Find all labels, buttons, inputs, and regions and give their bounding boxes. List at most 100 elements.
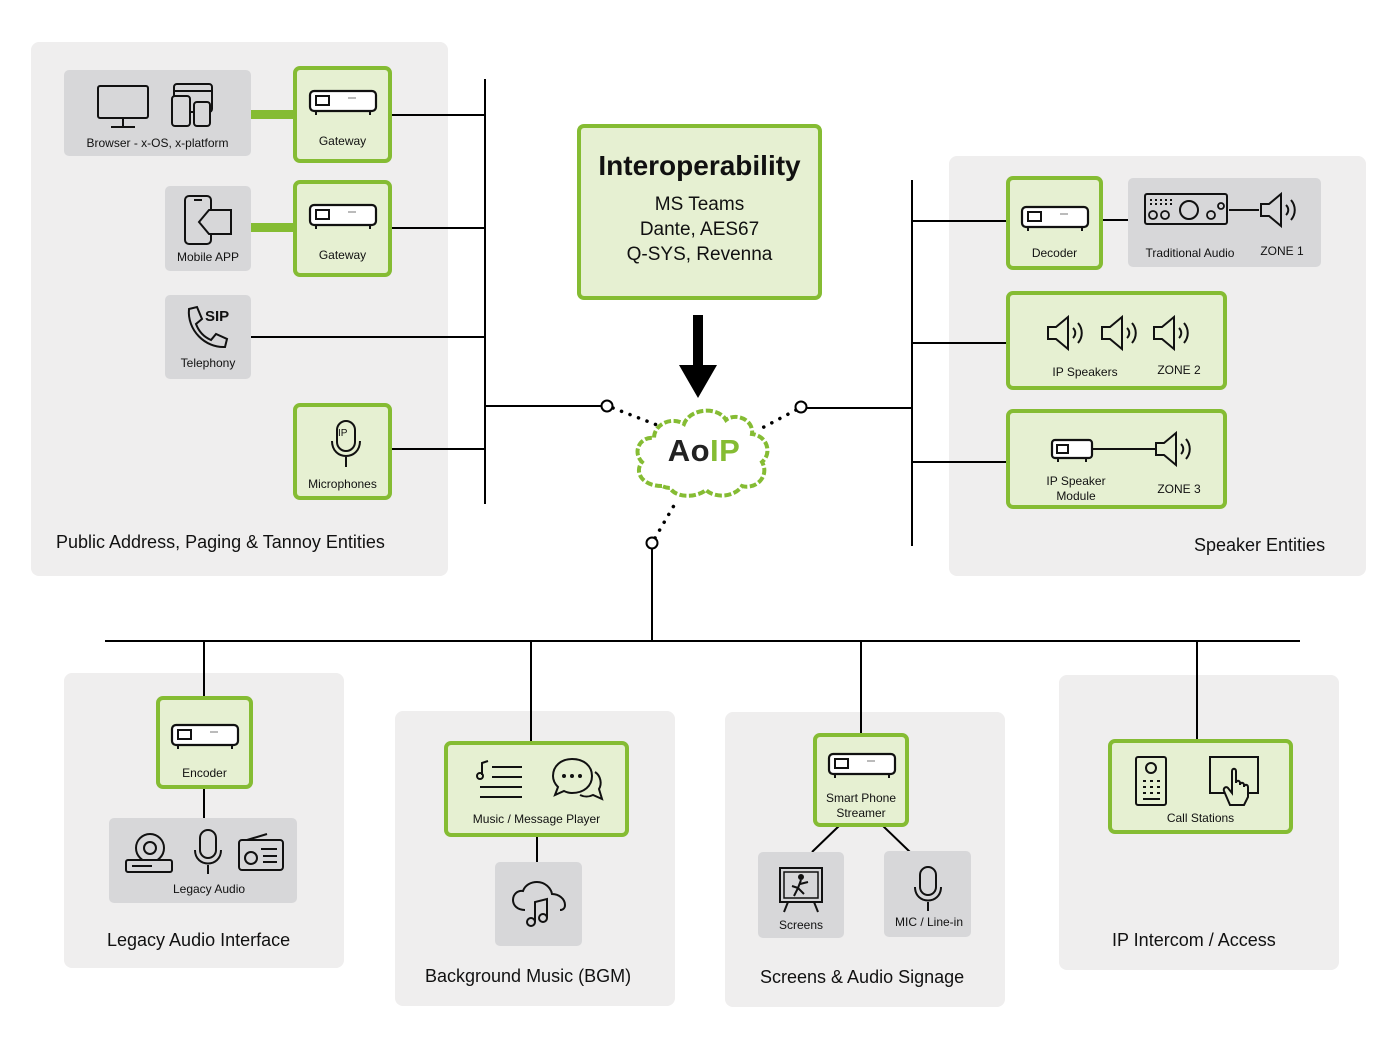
drop-signage	[860, 641, 862, 735]
legacy-panel-title: Legacy Audio Interface	[107, 930, 291, 950]
link-pa-aoip	[484, 405, 602, 407]
browser-label: Browser - x-OS, x-platform	[86, 136, 229, 150]
aoip-suffix: IP	[710, 433, 741, 468]
speaker-icon	[1229, 190, 1299, 230]
link-telephony	[250, 336, 486, 338]
legacy-microphone-icon	[193, 828, 223, 876]
signage-panel-title: Screens & Audio Signage	[760, 967, 965, 987]
link-browser-gateway	[249, 110, 296, 119]
encoder-device-icon	[170, 722, 240, 752]
decoder-box[interactable]: Decoder	[1006, 176, 1103, 270]
interop-line-dante: Dante, AES67	[639, 219, 760, 240]
radio-icon	[237, 832, 285, 872]
link-ip-speakers	[911, 342, 1008, 344]
speaker-module-label-1: IP Speaker	[1046, 474, 1106, 488]
link-speaker-aoip	[806, 407, 913, 409]
pa-bus	[484, 79, 486, 504]
drop-bgm	[530, 641, 532, 745]
mic-ip-text: IP	[338, 428, 348, 439]
streamer-device-icon	[827, 751, 897, 781]
telephony-box[interactable]: SIP Telephony	[165, 295, 251, 379]
screens-label: Screens	[778, 918, 824, 932]
microphones-box[interactable]: IP Microphones	[293, 403, 392, 500]
speaker-bus	[911, 180, 913, 546]
ip-speakers-box[interactable]: IP Speakers ZONE 2	[1006, 291, 1227, 390]
bottom-bus	[105, 640, 1300, 642]
devices-icon	[170, 82, 216, 128]
link-gateway1	[390, 114, 486, 116]
gateway-2-label: Gateway	[318, 248, 367, 262]
gateway-1-label: Gateway	[318, 134, 367, 148]
mic-line-in-label: MIC / Line-in	[894, 915, 964, 929]
telephony-label: Telephony	[180, 356, 236, 370]
interop-line-qsys: Q-SYS, Revenna	[626, 244, 773, 265]
smartphone-streamer-box[interactable]: Smart Phone Streamer	[813, 733, 909, 827]
ip-speaker-module-box[interactable]: IP Speaker Module ZONE 3	[1006, 409, 1227, 509]
traditional-audio-label: Traditional Audio	[1145, 246, 1235, 260]
screens-box[interactable]: Screens	[758, 852, 844, 938]
mobile-app-label: Mobile APP	[176, 250, 240, 264]
encoder-label: Encoder	[182, 766, 227, 780]
call-stations-box[interactable]: Call Stations	[1108, 739, 1293, 834]
speaker-panel-title: Speaker Entities	[1194, 535, 1326, 555]
speaker-module-label-2: Module	[1056, 489, 1096, 503]
pa-panel-title: Public Address, Paging & Tannoy Entities	[56, 532, 385, 552]
screen-presentation-icon	[778, 866, 824, 914]
ip-speaker-icon-1	[1044, 313, 1088, 353]
ip-microphone-icon	[329, 419, 363, 469]
sip-text: SIP	[205, 308, 230, 325]
ip-speaker-icon-3	[1150, 313, 1194, 353]
link-encoder-legacy	[203, 786, 205, 820]
monitor-icon	[96, 84, 150, 130]
gateway-2[interactable]: Gateway	[293, 180, 392, 277]
cloud-music-icon	[511, 880, 567, 930]
link-player-cloud	[536, 834, 538, 862]
music-player-label: Music / Message Player	[472, 812, 601, 826]
mic-line-in-box[interactable]: MIC / Line-in	[884, 851, 971, 937]
bgm-panel-title: Background Music (BGM)	[425, 966, 632, 986]
drop-intercom	[1196, 641, 1198, 742]
link-speaker-module	[911, 461, 1008, 463]
encoder-box[interactable]: Encoder	[156, 696, 253, 789]
zone-2-label: ZONE 2	[1157, 363, 1201, 377]
zone-3-speaker-icon	[1092, 429, 1196, 469]
music-player-box[interactable]: Music / Message Player	[444, 741, 629, 837]
link-microphones	[390, 448, 486, 450]
aoip-prefix: Ao	[667, 433, 711, 468]
link-decoder-traditional	[1100, 219, 1130, 221]
touch-panel-icon	[1208, 755, 1262, 807]
legacy-audio-label: Legacy Audio	[172, 882, 246, 896]
drop-legacy	[203, 641, 205, 699]
streamer-label-1: Smart Phone	[825, 791, 897, 805]
gateway-1[interactable]: Gateway	[293, 66, 392, 163]
intercom-panel-title: IP Intercom / Access	[1112, 930, 1276, 950]
decoder-device-icon	[1020, 204, 1090, 234]
microphones-label: Microphones	[308, 477, 377, 491]
browser-box[interactable]: Browser - x-OS, x-platform	[64, 70, 251, 156]
intercom-panel-icon	[1134, 755, 1168, 807]
interop-line-teams: MS Teams	[654, 194, 745, 215]
traditional-audio-box[interactable]: Traditional Audio ZONE 1	[1128, 178, 1321, 267]
cd-player-icon	[124, 830, 174, 876]
link-mobile-gateway	[249, 223, 296, 232]
legacy-audio-box[interactable]: Legacy Audio	[109, 818, 297, 903]
aoip-cloud-icon	[635, 408, 770, 498]
smartphone-icon	[181, 194, 235, 246]
interoperability-box: Interoperability MS Teams Dante, AES67 Q…	[577, 124, 822, 300]
interoperability-title: Interoperability	[598, 150, 801, 181]
call-stations-label: Call Stations	[1166, 811, 1235, 825]
decoder-label: Decoder	[1031, 246, 1078, 260]
mic-line-in-icon	[912, 865, 944, 913]
streamer-label-2: Streamer	[836, 806, 886, 820]
gateway-device-icon	[308, 202, 378, 232]
aoip-label: AoIP	[640, 433, 768, 469]
link-decoder	[911, 220, 1008, 222]
amplifier-icon	[1143, 192, 1229, 228]
mobile-app-box[interactable]: Mobile APP	[165, 186, 251, 271]
cloud-music-box[interactable]	[495, 862, 582, 946]
playlist-icon	[476, 759, 526, 801]
ip-speakers-label: IP Speakers	[1052, 365, 1118, 379]
link-aoip-bottom	[651, 548, 653, 641]
chat-bubbles-icon	[552, 757, 604, 805]
